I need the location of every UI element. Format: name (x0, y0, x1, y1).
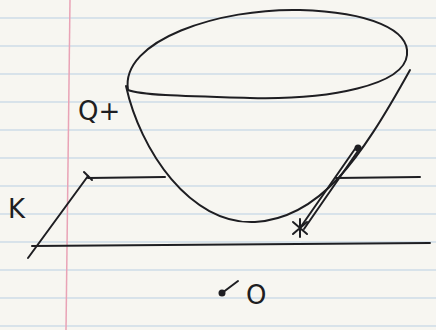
bowl-surface (126, 70, 410, 222)
tangent-line (304, 148, 360, 229)
bowl-rim (128, 10, 408, 98)
point-label: O (246, 282, 266, 308)
origin-dot (219, 290, 226, 297)
star-point (293, 219, 307, 237)
plane-edge (88, 177, 165, 178)
plane-edge (336, 177, 420, 178)
plane-edge (32, 243, 430, 246)
surface-label: Q+ (78, 98, 120, 124)
plane-tick (84, 172, 92, 180)
dot (355, 145, 362, 152)
tangent-line (300, 146, 357, 228)
ruled-lines (0, 18, 436, 326)
plane-label: K (8, 196, 25, 222)
margin-line (66, 0, 70, 330)
